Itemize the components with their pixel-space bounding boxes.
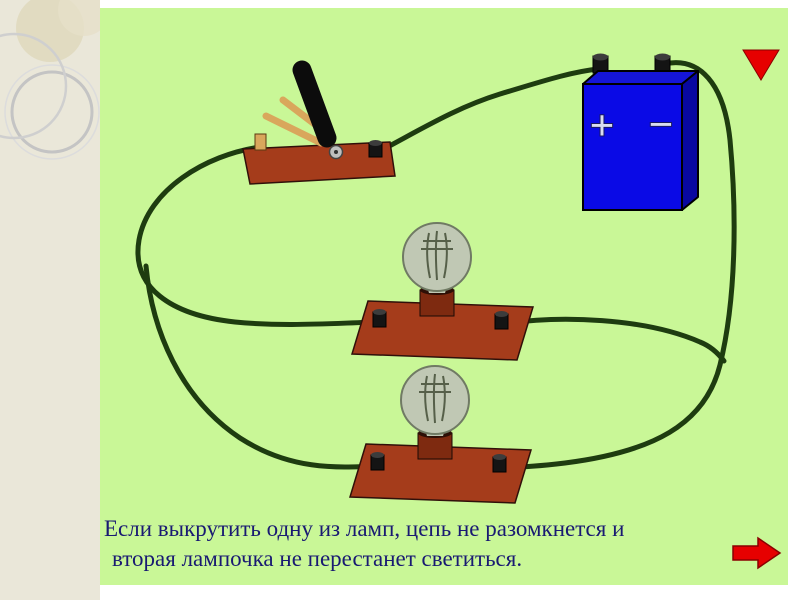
lamp2-terminal-left-top <box>371 452 384 458</box>
caption-line-2: вторая лампочка не перестанет светиться. <box>112 545 523 571</box>
nav-down-triangle-icon[interactable] <box>742 49 780 81</box>
wires <box>135 60 737 470</box>
switch-right-contact-top <box>369 140 382 146</box>
battery-plus-label: + <box>588 105 617 145</box>
switch-left-contact <box>254 133 267 151</box>
battery: + − <box>582 53 699 211</box>
switch <box>242 60 396 185</box>
battery-terminal-left-top <box>593 53 608 61</box>
battery-terminal-right-top <box>655 53 670 61</box>
lamp1-base <box>351 300 534 361</box>
lamp1-bulb[interactable] <box>402 222 472 292</box>
decorative-circles-icon <box>0 0 110 160</box>
battery-minus-label: − <box>647 104 676 144</box>
next-arrow-icon[interactable] <box>732 536 782 570</box>
switch-lever-arm[interactable] <box>262 112 325 147</box>
wire-battery-to-lamp2-right <box>497 60 737 470</box>
battery-side-face <box>681 70 699 211</box>
lamp1-terminal-right-top <box>495 311 508 317</box>
lamp1-filament <box>421 230 453 281</box>
switch-base <box>242 141 396 185</box>
lamp-2 <box>349 365 532 504</box>
caption: Если выкрутить одну из ламп, цепь не раз… <box>104 514 764 574</box>
lamp2-bulb[interactable] <box>400 365 470 435</box>
battery-top-face <box>582 70 699 85</box>
lamp2-filament <box>419 373 451 424</box>
wire-lamp1-right-junction <box>499 316 727 364</box>
lamp-1 <box>351 222 534 361</box>
wire-branch-to-lamp2-left <box>143 263 380 470</box>
battery-front-face <box>582 83 683 211</box>
slide-sidebar <box>0 0 110 600</box>
switch-handle[interactable] <box>292 60 337 148</box>
lamp2-terminal-right-top <box>493 454 506 460</box>
switch-pivot-screw-center <box>334 150 338 154</box>
wire-switch-to-battery <box>377 66 601 154</box>
caption-line-1: Если выкрутить одну из ламп, цепь не раз… <box>104 516 625 541</box>
lamp2-base <box>349 443 532 504</box>
wire-switch-to-lamp1-left <box>135 144 383 327</box>
lamp1-terminal-left-top <box>373 309 386 315</box>
